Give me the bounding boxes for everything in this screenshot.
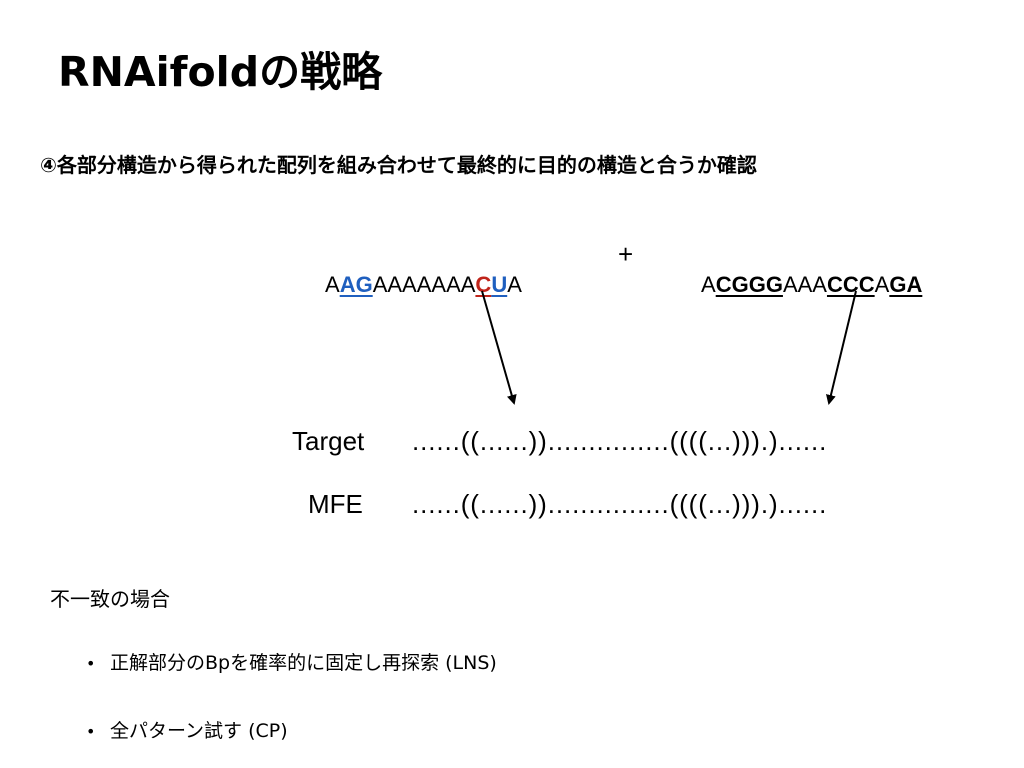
bullet-item: • 全パターン試す (CP) <box>86 716 288 747</box>
bullet-dot: • <box>86 654 96 673</box>
arrow-right <box>826 290 857 405</box>
seq-left-segment: AAAAAAA <box>372 272 476 297</box>
target-label: Target <box>292 426 365 456</box>
seq-right-segment: A <box>701 272 716 297</box>
seq-right-segment-highlight: CGGG <box>715 272 783 297</box>
seq-right-segment: A <box>874 272 890 297</box>
bullet-dot: • <box>86 722 96 741</box>
mfe-structure: ......((......))...............((((...))… <box>412 489 828 519</box>
mfe-label: MFE <box>308 489 363 519</box>
seq-left-segment: A <box>325 272 340 297</box>
target-structure: ......((......))...............((((...))… <box>412 426 828 456</box>
seq-left-segment-highlight: AG <box>339 272 373 297</box>
mismatch-heading: 不一致の場合 <box>50 587 170 611</box>
seq-right-segment-highlight: GA <box>889 272 923 297</box>
seq-left-segment-highlight: U <box>491 272 508 297</box>
seq-left-segment: A <box>507 272 522 297</box>
sequence-right: ACGGGAAACCCAGA <box>690 240 922 300</box>
bullet-item: • 正解部分のBpを確率的に固定し再探索 (LNS) <box>86 648 497 679</box>
seq-right-segment: AAA <box>782 272 827 297</box>
arrow-left <box>481 290 517 405</box>
bullet-text: 正解部分のBpを確率的に固定し再探索 (LNS) <box>110 652 497 674</box>
slide-title: RNAifoldの戦略 <box>58 48 383 96</box>
seq-right-segment-highlight: CCC <box>826 272 875 297</box>
slide-subtitle: ④各部分構造から得られた配列を組み合わせて最終的に目的の構造と合うか確認 <box>40 153 757 177</box>
sequence-left: AAGAAAAAAACUA <box>314 240 522 300</box>
plus-sign: + <box>618 239 634 269</box>
seq-left-segment-highlight: C <box>475 272 492 297</box>
bullet-text: 全パターン試す (CP) <box>110 720 288 742</box>
